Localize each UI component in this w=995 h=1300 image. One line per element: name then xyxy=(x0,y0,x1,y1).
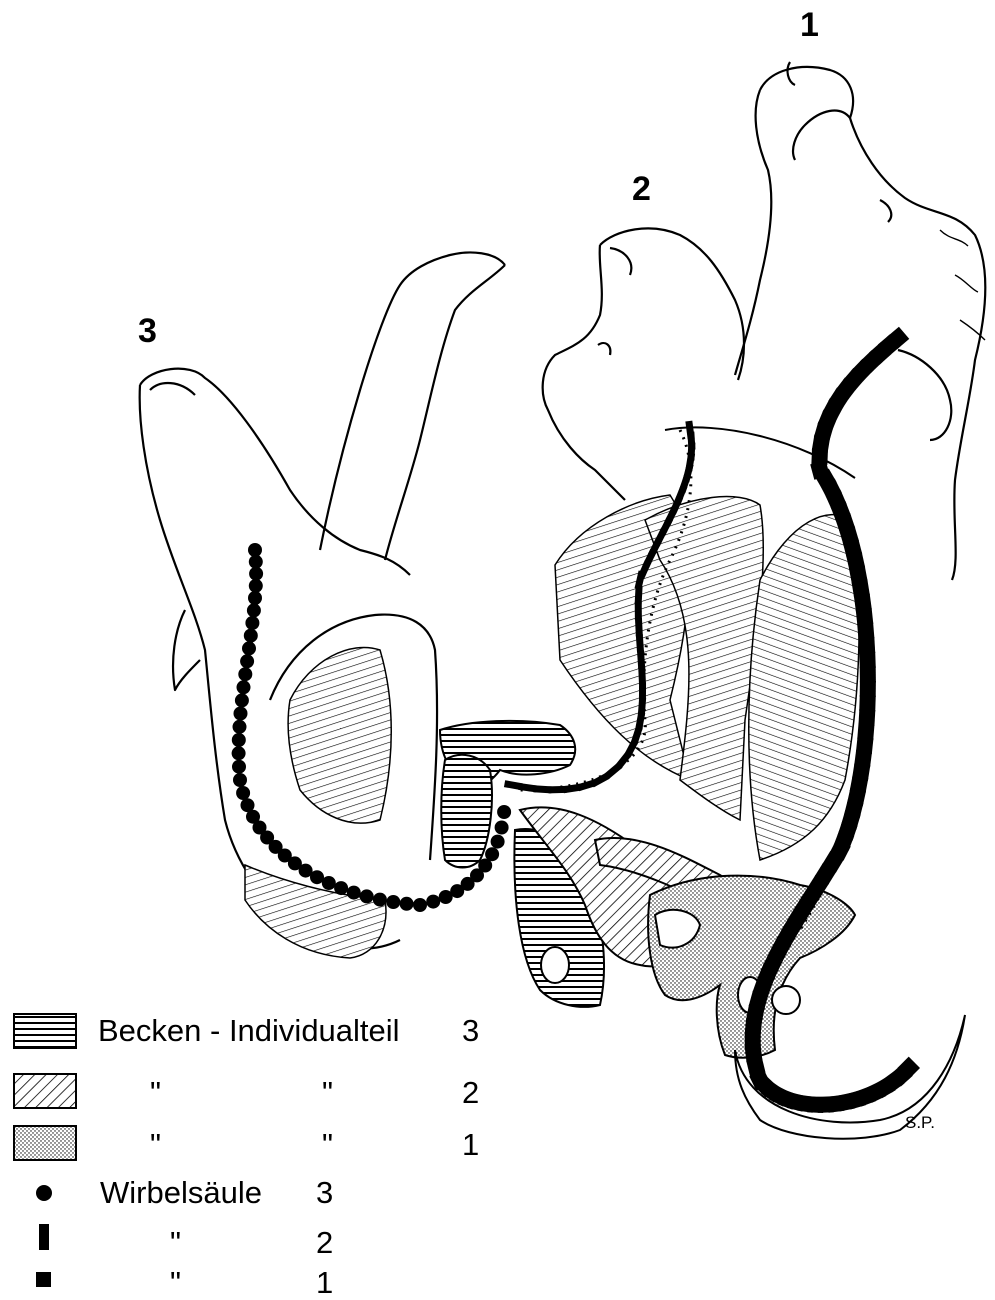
vertebra-dot xyxy=(233,720,247,734)
legend-swatch-bar xyxy=(39,1224,49,1250)
legend-row-4-number: 3 xyxy=(316,1176,333,1210)
vertebra-dot xyxy=(238,667,252,681)
vertebra-square xyxy=(859,652,876,669)
vertebra-dot xyxy=(248,591,262,605)
legend-row-2-ditto-mid: " xyxy=(322,1076,333,1110)
legend-row-5-number: 2 xyxy=(316,1226,333,1260)
vertebra-dot xyxy=(497,805,511,819)
vertebra-dot xyxy=(249,567,263,581)
animal-3-label: 3 xyxy=(138,312,157,350)
vertebra-dot xyxy=(334,881,348,895)
vertebra-dot xyxy=(235,693,249,707)
vertebra-dot xyxy=(234,707,248,721)
vertebra-square xyxy=(860,681,876,697)
legend-swatch-square xyxy=(36,1272,51,1287)
legend-row-6-ditto: " xyxy=(170,1266,181,1300)
artist-signature: S.P. xyxy=(905,1113,935,1132)
vertebra-dot xyxy=(236,786,250,800)
legend-row-2-number: 2 xyxy=(462,1076,479,1110)
animal-1-label: 1 xyxy=(800,6,819,44)
animal-2-outline xyxy=(543,228,744,500)
vertebra-dot xyxy=(495,821,509,835)
vertebra-dot xyxy=(232,746,246,760)
legend-row-3-number: 1 xyxy=(462,1128,479,1162)
animal-2-label: 2 xyxy=(632,170,651,208)
legend-swatch-stipple xyxy=(14,1126,76,1160)
vertebra-bar xyxy=(636,634,644,652)
vertebra-square xyxy=(857,622,874,639)
legend-swatch-diagonal-hatch xyxy=(14,1074,76,1108)
legend-row-4-label: Wirbelsäule xyxy=(100,1176,262,1210)
vertebra-dot xyxy=(373,893,387,907)
vertebra-dot xyxy=(485,847,499,861)
legend-row-3-ditto-mid: " xyxy=(322,1128,333,1162)
vertebra-bar xyxy=(504,780,523,790)
vertebra-dot xyxy=(413,898,427,912)
legend-row-1-number: 3 xyxy=(462,1014,479,1048)
vertebra-square xyxy=(859,695,876,712)
vertebra-square xyxy=(860,666,876,682)
vertebra-square xyxy=(858,637,875,654)
vertebra-dot xyxy=(249,555,263,569)
vertebra-dot xyxy=(322,876,336,890)
legend-swatch-dot xyxy=(36,1185,52,1201)
vertebra-dot xyxy=(244,629,258,643)
vertebra-dot xyxy=(240,654,254,668)
vertebra-dot xyxy=(242,641,256,655)
legend-swatch-horizontal-hatch xyxy=(14,1014,76,1048)
vertebra-dot xyxy=(386,895,400,909)
vertebra-dot xyxy=(245,616,259,630)
vertebra-dot xyxy=(247,603,261,617)
vertebra-dot xyxy=(360,889,374,903)
vertebra-dot xyxy=(426,895,440,909)
legend-row-5-ditto: " xyxy=(170,1226,181,1260)
vertebra-dot xyxy=(491,835,505,849)
vertebra-dot xyxy=(400,897,414,911)
vertebra-bar xyxy=(635,586,643,604)
vertebra-bar xyxy=(635,602,642,620)
legend-row-2-ditto: " xyxy=(150,1076,161,1110)
vertebra-dot xyxy=(249,579,263,593)
animal-1-outline xyxy=(735,62,985,580)
vertebra-bar xyxy=(637,650,645,668)
legend-row-1-label: Becken - Individualteil xyxy=(98,1014,400,1048)
legend-row-3-ditto: " xyxy=(150,1128,161,1162)
vertebra-dot xyxy=(233,773,247,787)
vertebra-dot xyxy=(232,760,246,774)
vertebra-dot xyxy=(232,733,246,747)
vertebra-dot xyxy=(237,680,251,694)
vertebra-bar xyxy=(638,666,646,684)
vertebra-dot xyxy=(347,886,361,900)
legend-row-6-number: 1 xyxy=(316,1266,333,1300)
vertebra-bar xyxy=(635,618,643,636)
